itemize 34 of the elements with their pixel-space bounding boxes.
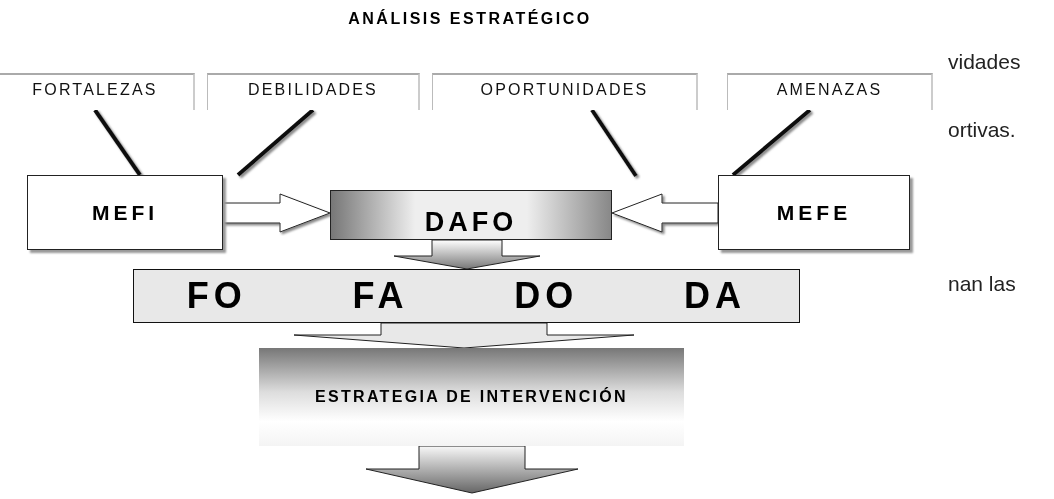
tab-label: AMENAZAS (776, 81, 883, 99)
box-label: DAFO (424, 206, 518, 238)
connector-line (93, 108, 142, 177)
body-text-fragment: nan las (948, 272, 1016, 296)
category-tab (0, 73, 195, 110)
connector-line (731, 108, 812, 177)
tab-label: OPORTUNIDADES (480, 81, 649, 99)
strategy-type-label: DA (684, 275, 747, 317)
connector-line (236, 108, 315, 177)
block-arrow (293, 322, 635, 349)
strategy-box (259, 348, 684, 446)
tab-label: DEBILIDADES (248, 81, 378, 99)
swot-box (330, 190, 612, 240)
block-arrow (365, 445, 579, 494)
box-label: MEFI (91, 200, 159, 225)
box-label: ESTRATEGIA DE INTERVENCIÓN (315, 388, 628, 406)
body-text-fragment: vidades (948, 50, 1021, 74)
matrix-box (718, 175, 910, 250)
category-tab (432, 73, 698, 110)
matrix-box (27, 175, 223, 250)
strategy-type-label: DO (514, 275, 579, 317)
strategy-types-bar (133, 269, 800, 323)
diagram-title: ANÁLISIS ESTRATÉGICO (347, 10, 593, 28)
box-label: MEFE (776, 200, 852, 225)
block-arrow (393, 239, 541, 270)
category-tab (207, 73, 420, 110)
strategy-type-label: FO (186, 275, 247, 317)
strategy-type-label: FA (352, 275, 409, 317)
body-text-fragment: ortivas. (948, 118, 1016, 142)
category-tab (727, 73, 933, 110)
tab-label: FORTALEZAS (32, 81, 158, 99)
block-arrow (611, 193, 719, 233)
connector-line (590, 108, 638, 178)
block-arrow (222, 193, 331, 233)
